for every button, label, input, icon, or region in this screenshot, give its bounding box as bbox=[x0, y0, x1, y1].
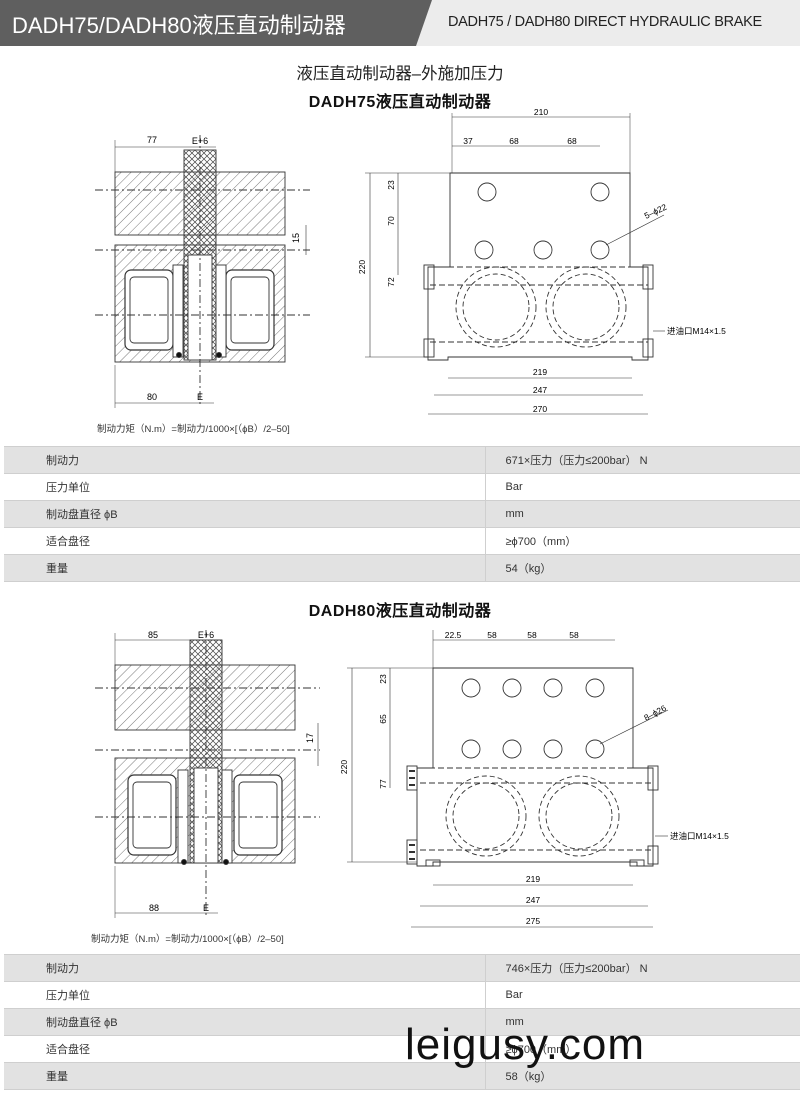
spec-label: 重量 bbox=[4, 554, 485, 582]
dim-247: 247 bbox=[533, 385, 547, 395]
spec-label: 制动力 bbox=[4, 446, 485, 474]
spec-value: ≥ϕ700（mm） bbox=[484, 527, 800, 555]
dadh80-drawing: 85 E+6 17 88 E bbox=[95, 630, 729, 928]
dim-247: 247 bbox=[526, 895, 540, 905]
port-callout: 进油口M14×1.5 bbox=[670, 831, 729, 841]
header-subtitle: DADH75 / DADH80 DIRECT HYDRAULIC BRAKE bbox=[448, 14, 762, 30]
dim-58a: 58 bbox=[487, 630, 497, 640]
spec-value: mm bbox=[484, 500, 800, 528]
dim-72: 72 bbox=[386, 277, 396, 287]
spec-label: 制动盘直径 ϕB bbox=[4, 1008, 485, 1036]
model-heading-dadh80: DADH80液压直动制动器 bbox=[308, 603, 492, 620]
dim-70: 70 bbox=[386, 216, 396, 226]
dim-width-top: 210 bbox=[534, 107, 548, 117]
dim-219: 219 bbox=[526, 874, 540, 884]
dim-top-slot: E+6 bbox=[192, 136, 208, 146]
dadh80-front-view bbox=[347, 630, 669, 928]
table-row: 适合盘径≥ϕ700（mm） bbox=[4, 527, 800, 555]
spec-value: 671×压力（压力≤200bar） N bbox=[484, 446, 800, 474]
dim-68a: 68 bbox=[509, 136, 519, 146]
dim-top-left: 85 bbox=[148, 630, 158, 640]
spec-label: 压力单位 bbox=[4, 981, 485, 1009]
spec-label: 制动力 bbox=[4, 954, 485, 982]
spec-label: 适合盘径 bbox=[4, 527, 485, 555]
hole-callout: 5–ϕ22 bbox=[643, 202, 669, 221]
header-title: DADH75/DADH80液压直动制动器 bbox=[12, 13, 346, 38]
dim-bottom-slot: E bbox=[197, 392, 203, 402]
dim-275: 275 bbox=[526, 916, 540, 926]
spec-label: 制动盘直径 ϕB bbox=[4, 500, 485, 528]
dim-58c: 58 bbox=[569, 630, 579, 640]
spec-value: Bar bbox=[484, 981, 800, 1009]
watermark: leigusy.com bbox=[405, 1020, 646, 1069]
dim-bottom-slot: E bbox=[203, 903, 209, 913]
dim-270: 270 bbox=[533, 404, 547, 414]
dim-height-total: 220 bbox=[339, 760, 349, 774]
dim-top-left: 77 bbox=[147, 135, 157, 145]
dim-219: 219 bbox=[533, 367, 547, 377]
dim-23: 23 bbox=[386, 180, 396, 190]
dim-58b: 58 bbox=[527, 630, 537, 640]
spec-value: 58（kg） bbox=[484, 1062, 800, 1090]
dadh75-drawing: 77 E+6 15 80 E 210 37 68 68 bbox=[95, 107, 726, 415]
page-header: DADH75/DADH80液压直动制动器 DADH75 / DADH80 DIR… bbox=[0, 0, 800, 46]
model-heading-dadh75: DADH75液压直动制动器 bbox=[308, 94, 492, 111]
formula-dadh75: 制动力矩（N.m）=制动力/1000×[（ϕB）/2–50] bbox=[97, 424, 290, 435]
dim-77: 77 bbox=[378, 779, 388, 789]
dim-23: 23 bbox=[378, 674, 388, 684]
spec-value: Bar bbox=[484, 473, 800, 501]
spec-label: 压力单位 bbox=[4, 473, 485, 501]
port-callout: 进油口M14×1.5 bbox=[667, 326, 726, 336]
dim-height-total: 220 bbox=[357, 260, 367, 274]
dadh75-front-view bbox=[365, 113, 665, 415]
spec-value: 746×压力（压力≤200bar） N bbox=[484, 954, 800, 982]
spec-value: 54（kg） bbox=[484, 554, 800, 582]
dim-right: 17 bbox=[305, 733, 315, 743]
dim-68b: 68 bbox=[567, 136, 577, 146]
main-heading: 液压直动制动器–外施加压力 bbox=[296, 65, 504, 83]
dim-bottom-left: 80 bbox=[147, 392, 157, 402]
spec-label: 适合盘径 bbox=[4, 1035, 485, 1063]
spec-value: ≥ϕ700（mm） bbox=[484, 1035, 800, 1063]
formula-dadh80: 制动力矩（N.m）=制动力/1000×[（ϕB）/2–50] bbox=[91, 934, 284, 945]
dim-right: 15 bbox=[291, 233, 301, 243]
dim-top-slot: E+6 bbox=[198, 630, 214, 640]
dim-65: 65 bbox=[378, 714, 388, 724]
header-title-band: DADH75/DADH80液压直动制动器 bbox=[0, 0, 432, 46]
dadh80-side-view bbox=[95, 630, 320, 918]
dim-37: 37 bbox=[463, 136, 473, 146]
spec-value: mm bbox=[484, 1008, 800, 1036]
dim-bottom-left: 88 bbox=[149, 903, 159, 913]
dadh75-side-view bbox=[95, 135, 310, 408]
spec-label: 重量 bbox=[4, 1062, 485, 1090]
dim-22-5: 22.5 bbox=[445, 630, 462, 640]
hole-callout: 8–ϕ26 bbox=[642, 703, 668, 723]
table-row: 适合盘径≥ϕ700（mm） bbox=[4, 1035, 800, 1063]
